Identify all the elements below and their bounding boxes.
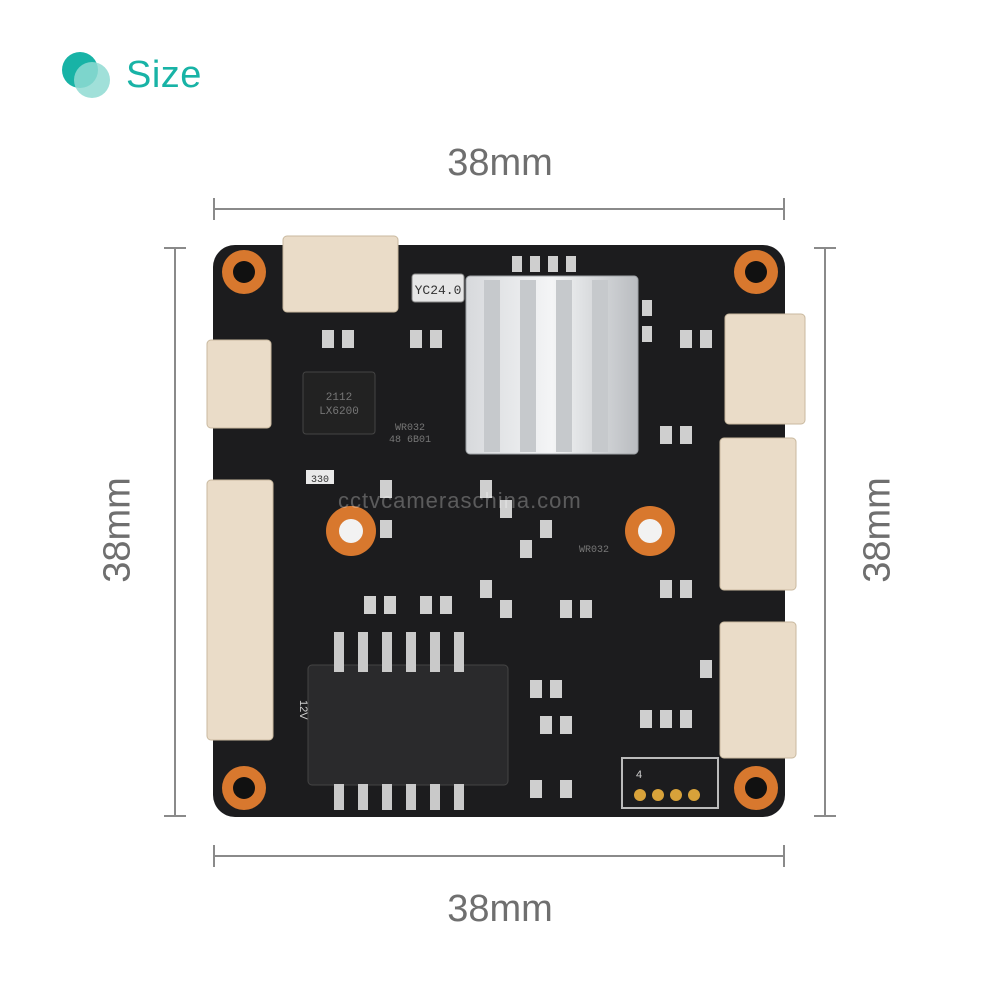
- pin-marker-label: 4: [636, 769, 642, 781]
- right-dimension-tick-bottom: [814, 815, 836, 817]
- bottom-dimension-tick-left: [213, 845, 215, 867]
- ethernet-transformer: [307, 664, 509, 786]
- section-header: Size: [62, 50, 202, 100]
- chip-label-5: WR032: [579, 545, 609, 556]
- mounting-holes: [222, 250, 778, 810]
- smd-components: [322, 256, 712, 798]
- section-title: Size: [126, 53, 202, 96]
- left-dimension-line: [174, 248, 176, 816]
- left-dimension-tick-bottom: [164, 815, 186, 817]
- chip-label-2: LX6200: [319, 406, 359, 418]
- watermark-text: cctvcameraschina.com: [338, 488, 582, 513]
- debug-header-pins: [634, 789, 700, 801]
- bottom-dimension-line: [214, 855, 784, 857]
- chip-label-1: 2112: [326, 392, 352, 404]
- right-dimension-line: [824, 248, 826, 816]
- top-dimension-tick-right: [783, 198, 785, 220]
- voltage-label: 12V: [297, 700, 309, 720]
- top-dimension-tick-left: [213, 198, 215, 220]
- eeprom-chip: [302, 371, 376, 435]
- crystal-label: YC24.0: [415, 283, 462, 298]
- debug-header-outline: [621, 757, 719, 809]
- bottom-dimension-label: 38mm: [447, 888, 553, 930]
- transformer-pins: [334, 632, 464, 810]
- bottom-dimension-tick-right: [783, 845, 785, 867]
- top-dimension-line: [214, 208, 784, 210]
- chip-label-4: 48 6B01: [389, 435, 431, 446]
- right-dimension-tick-top: [814, 247, 836, 249]
- connectors: [206, 235, 806, 759]
- top-dimension-label: 38mm: [447, 142, 553, 184]
- crystal-oscillator: [411, 273, 465, 303]
- heatsink: [465, 275, 639, 455]
- left-dimension-tick-top: [164, 247, 186, 249]
- chip-label-3: WR032: [395, 423, 425, 434]
- resistor-label: 330: [311, 475, 329, 486]
- circle-bullet-icon: [62, 52, 112, 98]
